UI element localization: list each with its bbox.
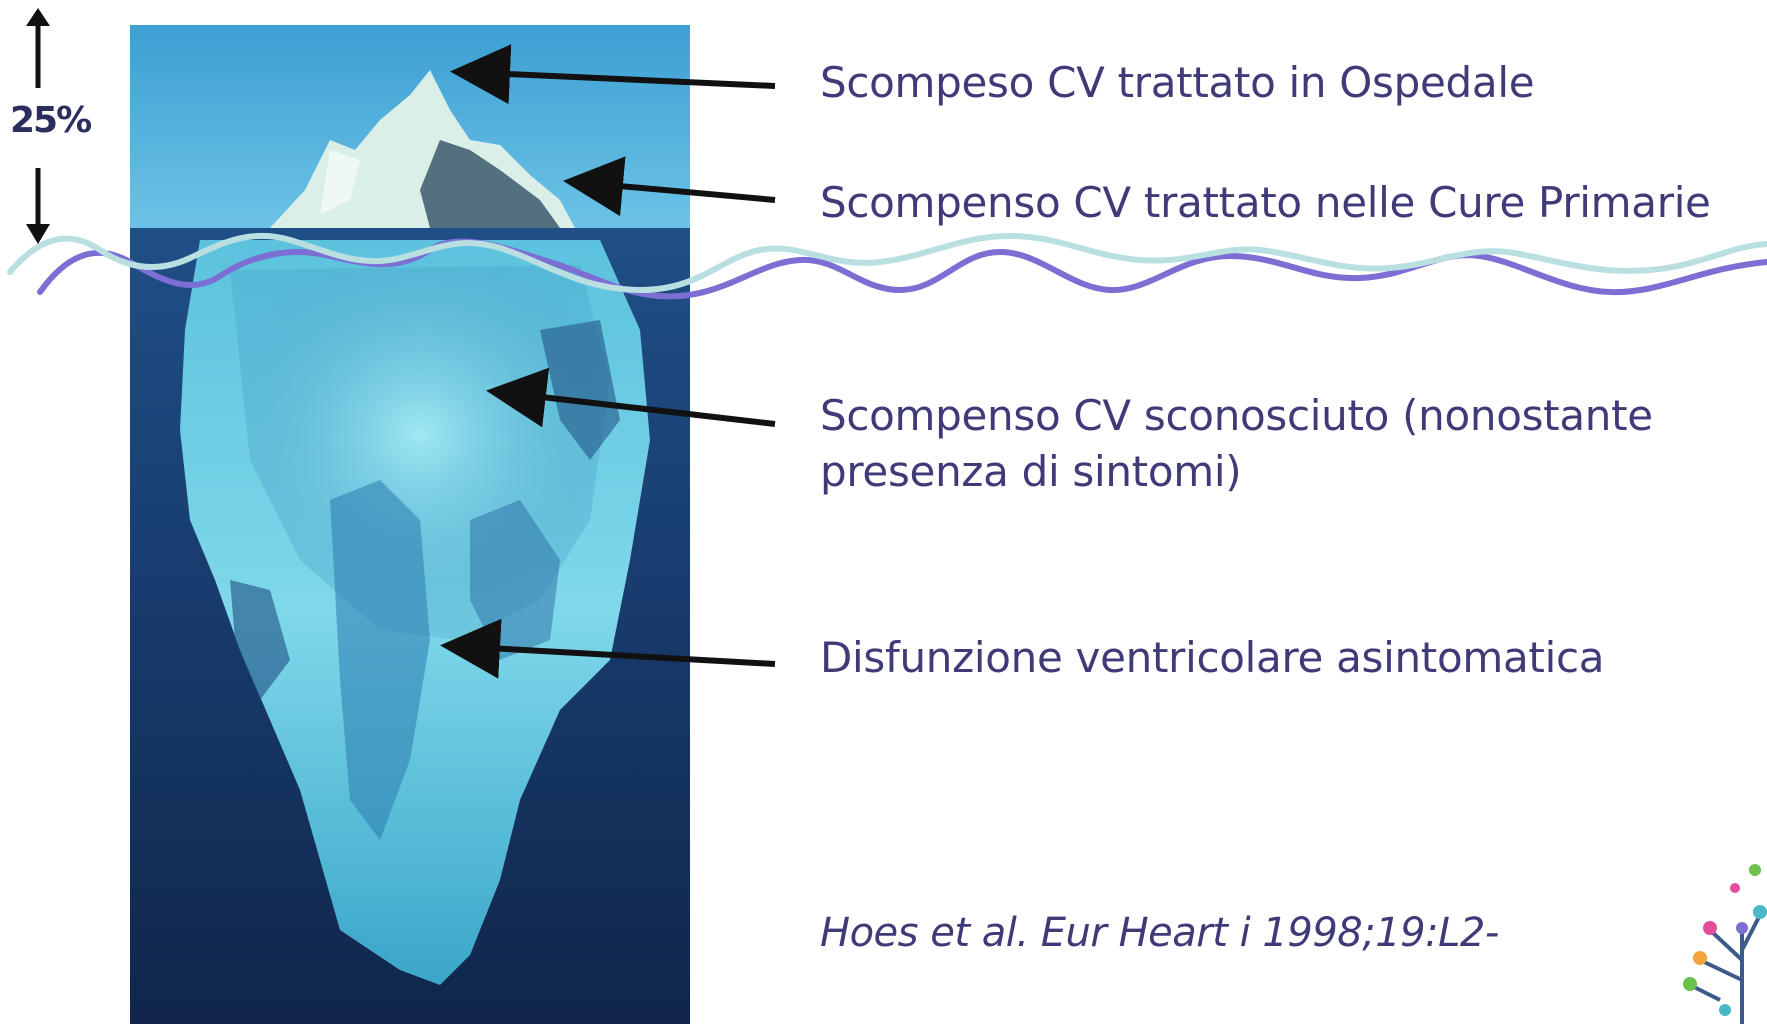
arrow-primary-care xyxy=(563,156,776,217)
citation: Hoes et al. Eur Heart i 1998;19:L2- xyxy=(820,910,1499,956)
percentage-label: 25% xyxy=(10,100,92,141)
arrow-asymptomatic xyxy=(440,618,776,679)
arrow-unknown xyxy=(486,367,776,428)
label-hospital: Scompeso CV trattato in Ospedale xyxy=(820,58,1535,107)
circuit-tree-logo xyxy=(1683,864,1767,1024)
arrow-up-icon xyxy=(26,8,50,26)
pointer-arrows xyxy=(440,44,776,679)
arrow-hospital xyxy=(450,44,776,105)
iceberg-photo xyxy=(130,25,690,1024)
label-unknown-line2: presenza di sintomi) xyxy=(820,447,1242,496)
label-asymptomatic: Disfunzione ventricolare asintomatica xyxy=(820,633,1605,682)
label-unknown-line1: Scompenso CV sconosciuto (nonostante xyxy=(820,391,1653,440)
arrow-down-icon xyxy=(26,224,50,244)
label-primary-care: Scompenso CV trattato nelle Cure Primari… xyxy=(820,178,1711,227)
wave-light xyxy=(7,232,1767,294)
percentage-indicator xyxy=(26,8,50,244)
